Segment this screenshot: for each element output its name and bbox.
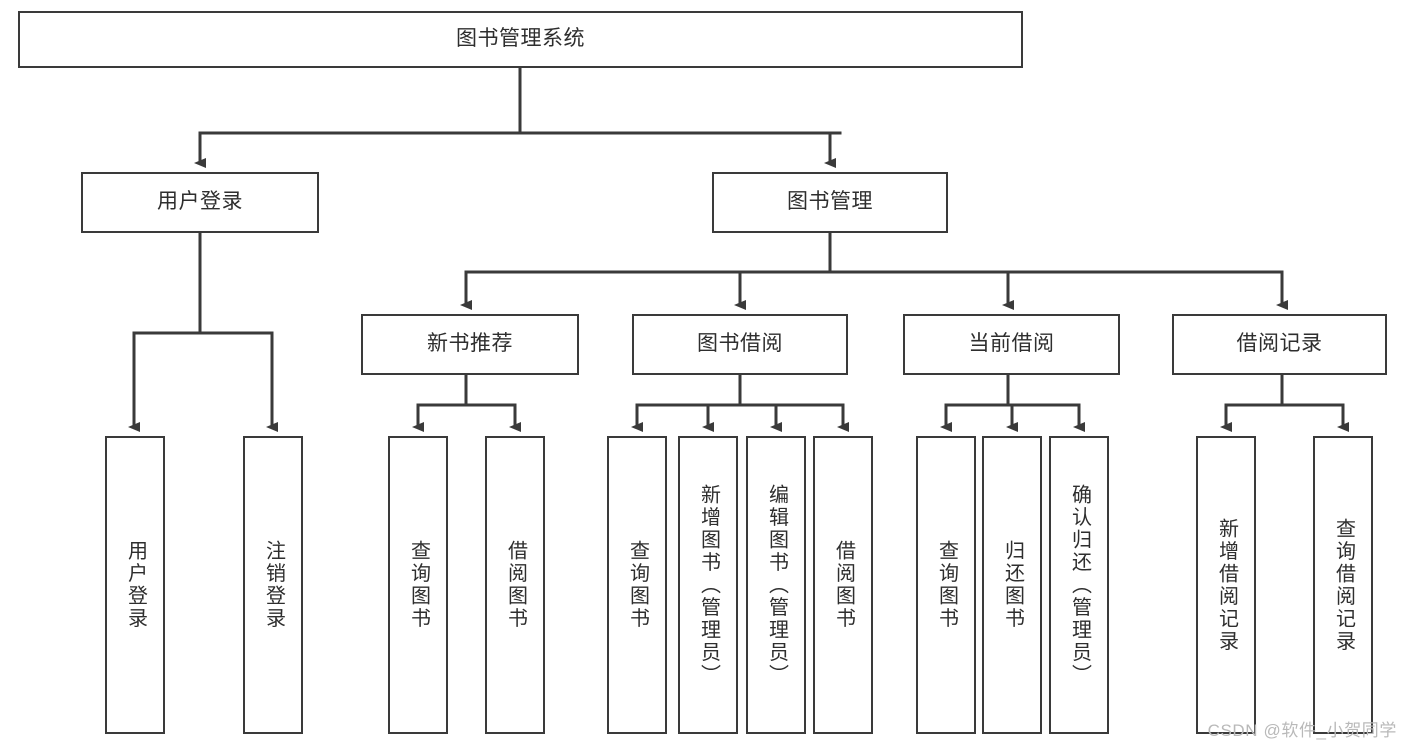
node-label: 图书管理 bbox=[787, 190, 873, 214]
node-label: 当前借阅 bbox=[968, 332, 1055, 356]
node-label: 新增借阅记录 bbox=[1215, 517, 1238, 653]
node-current-borrow[interactable]: 当前借阅 bbox=[903, 314, 1120, 375]
node-label: 编辑图书（管理员） bbox=[765, 483, 788, 687]
node-leaf-query-book-current[interactable]: 查询图书 bbox=[916, 436, 976, 734]
node-user-login[interactable]: 用户登录 bbox=[81, 172, 319, 233]
node-new-book-rec[interactable]: 新书推荐 bbox=[361, 314, 579, 375]
node-label: 图书借阅 bbox=[697, 332, 783, 356]
node-label: 新增图书（管理员） bbox=[697, 483, 720, 687]
node-leaf-query-book-rec[interactable]: 查询图书 bbox=[388, 436, 448, 734]
node-leaf-user-login[interactable]: 用户登录 bbox=[105, 436, 165, 734]
node-label: 查询借阅记录 bbox=[1332, 517, 1355, 653]
node-leaf-add-record[interactable]: 新增借阅记录 bbox=[1196, 436, 1256, 734]
node-root[interactable]: 图书管理系统 bbox=[18, 11, 1023, 68]
node-leaf-return-book[interactable]: 归还图书 bbox=[982, 436, 1042, 734]
node-label: 查询图书 bbox=[935, 540, 958, 630]
node-label: 图书管理系统 bbox=[456, 27, 585, 51]
node-leaf-borrow-book-rec[interactable]: 借阅图书 bbox=[485, 436, 545, 734]
node-label: 借阅图书 bbox=[832, 540, 855, 630]
node-label: 借阅记录 bbox=[1236, 332, 1323, 356]
node-label: 用户登录 bbox=[157, 190, 243, 214]
node-leaf-query-record[interactable]: 查询借阅记录 bbox=[1313, 436, 1373, 734]
node-label: 借阅图书 bbox=[504, 540, 527, 630]
node-label: 查询图书 bbox=[407, 540, 430, 630]
node-label: 确认归还（管理员） bbox=[1068, 483, 1091, 687]
node-leaf-add-book[interactable]: 新增图书（管理员） bbox=[678, 436, 738, 734]
node-label: 归还图书 bbox=[1001, 540, 1024, 630]
node-leaf-query-book-borrow[interactable]: 查询图书 bbox=[607, 436, 667, 734]
node-label: 新书推荐 bbox=[427, 332, 513, 356]
node-leaf-confirm-return[interactable]: 确认归还（管理员） bbox=[1049, 436, 1109, 734]
node-book-admin[interactable]: 图书管理 bbox=[712, 172, 948, 233]
node-leaf-borrow-book[interactable]: 借阅图书 bbox=[813, 436, 873, 734]
node-label: 用户登录 bbox=[124, 540, 147, 630]
node-book-borrow[interactable]: 图书借阅 bbox=[632, 314, 848, 375]
node-label: 注销登录 bbox=[262, 540, 285, 630]
node-leaf-logout[interactable]: 注销登录 bbox=[243, 436, 303, 734]
node-leaf-edit-book[interactable]: 编辑图书（管理员） bbox=[746, 436, 806, 734]
node-borrow-record[interactable]: 借阅记录 bbox=[1172, 314, 1387, 375]
node-label: 查询图书 bbox=[626, 540, 649, 630]
